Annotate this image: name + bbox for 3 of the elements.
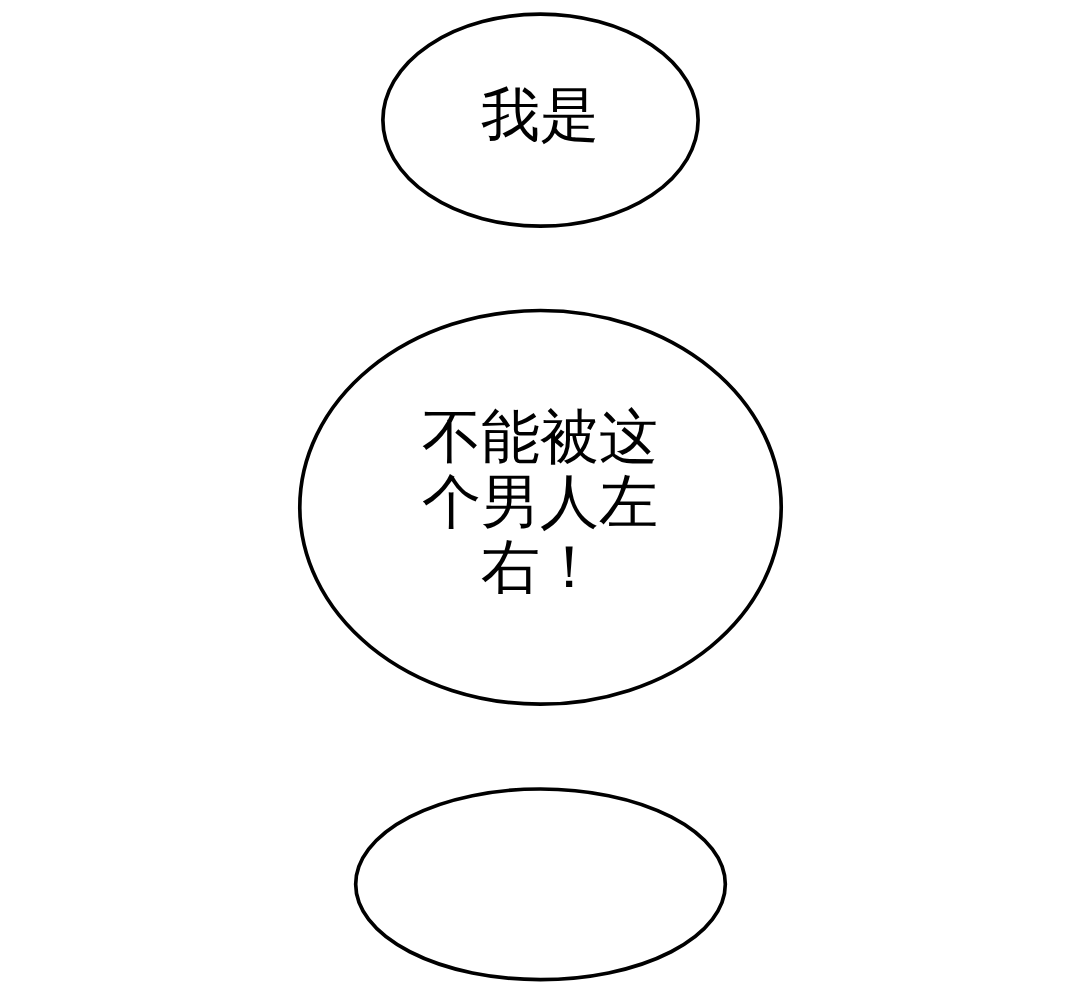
node-ellipse: 不能被这个男人左右！ bbox=[297, 308, 783, 707]
node-ellipse: 我是 bbox=[380, 12, 700, 228]
node-ellipse bbox=[353, 787, 727, 982]
